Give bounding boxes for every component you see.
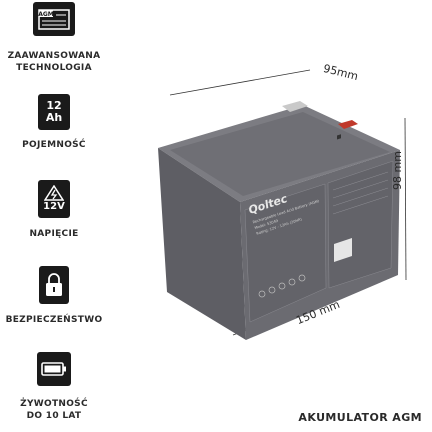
battery-label-line: Model: 53049 xyxy=(254,219,279,231)
product-type-caption: AKUMULATOR AGM xyxy=(298,411,422,424)
capacity-unit: Ah xyxy=(45,111,63,124)
qr-code xyxy=(334,134,352,262)
feature-advanced-technology: AGM ZAAWANSOWANA TECHNOLOGIA xyxy=(0,2,108,74)
battery-lid xyxy=(170,112,390,196)
features-sidebar: AGM ZAAWANSOWANA TECHNOLOGIA 12 Ah POJEM… xyxy=(0,0,108,432)
battery-label-panel xyxy=(244,183,327,323)
terminal-negative xyxy=(282,101,308,112)
battery-full-icon xyxy=(37,352,71,386)
capacity-value: 12 xyxy=(46,99,62,112)
depth-dimension-line xyxy=(169,69,311,96)
feature-label-line: POJEMNOŚĆ xyxy=(22,140,86,150)
feature-label-line: TECHNOLOGIA xyxy=(16,63,92,73)
feature-voltage: 12V NAPIĘCIE xyxy=(0,180,108,240)
height-dimension-line xyxy=(404,117,407,281)
terminal-positive xyxy=(338,120,358,129)
warning-symbols xyxy=(258,274,306,298)
battery-spec-panel xyxy=(327,160,394,289)
feature-label-line: NAPIĘCIE xyxy=(29,229,79,239)
voltage-value: 12V xyxy=(43,201,65,212)
lock-icon xyxy=(39,266,69,304)
voltage-warning-icon: 12V xyxy=(38,180,70,218)
height-label: 98 mm xyxy=(391,151,404,190)
capacity-icon: 12 Ah xyxy=(38,94,70,130)
feature-label-line: ŻYWOTNOŚĆ xyxy=(20,399,88,409)
feature-capacity: 12 Ah POJEMNOŚĆ xyxy=(0,94,108,151)
agm-badge: AGM xyxy=(38,11,54,18)
feature-lifetime: ŻYWOTNOŚĆ DO 10 LAT xyxy=(0,352,108,422)
battery-side-face xyxy=(158,148,246,340)
feature-label-line: BEZPIECZEŃSTWO xyxy=(5,315,103,325)
agm-document-icon: AGM xyxy=(33,2,75,36)
feature-label-line: ZAAWANSOWANA xyxy=(7,51,101,61)
feature-safety: BEZPIECZEŃSTWO xyxy=(0,266,108,326)
feature-label-line: DO 10 LAT xyxy=(26,411,82,421)
battery-illustration: Qoltec Rechargeable Lead Acid Battery (A… xyxy=(158,69,407,340)
